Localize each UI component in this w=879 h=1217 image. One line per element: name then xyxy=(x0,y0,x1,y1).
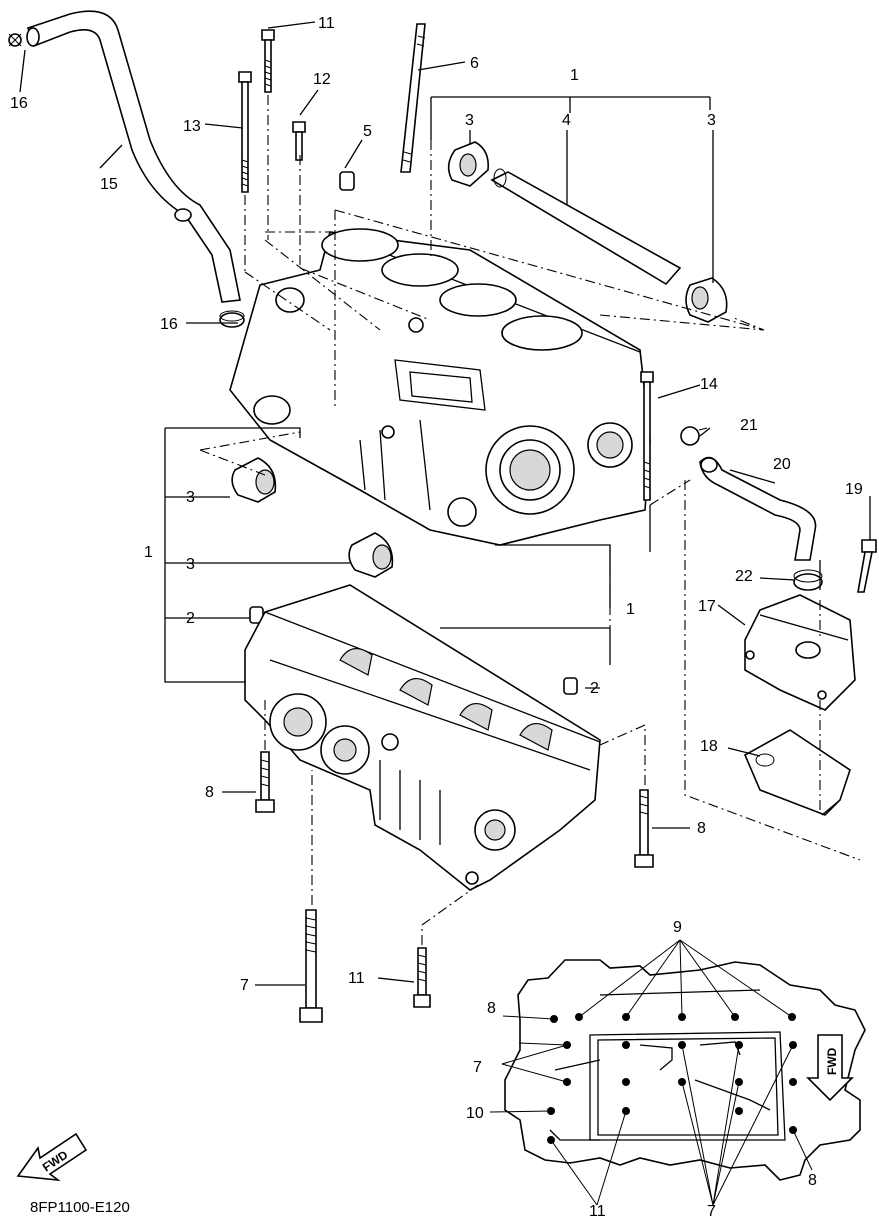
stud-bolt-14 xyxy=(640,371,654,501)
label-8-inset-bottom: 8 xyxy=(808,1172,817,1189)
clamp-21 xyxy=(680,426,708,446)
label-7-left: 7 xyxy=(240,977,249,994)
bolt-19 xyxy=(857,539,877,593)
cover-17 xyxy=(744,594,856,711)
label-1-top: 1 xyxy=(570,67,579,84)
diagram-code: 8FP1100-E120 xyxy=(30,1199,130,1216)
label-9: 9 xyxy=(673,919,682,936)
clamp-16-left xyxy=(219,310,245,328)
label-20: 20 xyxy=(773,456,791,473)
label-6: 6 xyxy=(470,55,479,72)
label-16-top: 16 xyxy=(10,95,28,112)
label-8-left: 8 xyxy=(205,784,214,801)
label-19: 19 xyxy=(845,481,863,498)
gasket-18 xyxy=(743,729,851,816)
label-17: 17 xyxy=(698,598,716,615)
bolt-8-right xyxy=(634,789,654,868)
label-15: 15 xyxy=(100,176,118,193)
fwd-arrow-inset: FWD xyxy=(806,1034,854,1102)
clamp-16-top xyxy=(8,33,22,47)
label-11-lower: 11 xyxy=(348,970,365,987)
label-7-inset-left: 7 xyxy=(473,1059,482,1076)
label-22: 22 xyxy=(735,568,753,585)
label-12: 12 xyxy=(313,71,331,88)
fwd-arrow-corner: FWD xyxy=(16,1132,88,1182)
label-3-left-a: 3 xyxy=(186,489,195,506)
label-8-inset-top: 8 xyxy=(487,1000,496,1017)
clamp-22 xyxy=(793,569,823,591)
label-10: 10 xyxy=(466,1105,484,1122)
stud-bolt-6 xyxy=(400,23,426,173)
label-14: 14 xyxy=(700,376,718,393)
bushing-3-upper-right xyxy=(685,277,728,323)
label-1-right: 1 xyxy=(626,601,635,618)
label-3-top-right: 3 xyxy=(707,112,716,129)
callout-labels: 1 3 4 3 11 6 12 13 5 15 16 16 14 21 20 1… xyxy=(10,15,863,1217)
bolt-11-lower xyxy=(413,947,431,1008)
label-2-right: 2 xyxy=(590,680,599,697)
label-3-left-b: 3 xyxy=(186,556,195,573)
label-2-left: 2 xyxy=(186,610,195,627)
bushing-3-upper-left xyxy=(447,141,490,187)
dowel-2-right xyxy=(563,677,578,695)
label-7-inset-bottom: 7 xyxy=(707,1203,716,1217)
label-11-inset: 11 xyxy=(589,1203,606,1217)
bolt-pattern-inset xyxy=(504,959,866,1181)
upper-crankcase xyxy=(229,228,651,546)
bolt-12 xyxy=(292,121,306,161)
label-21: 21 xyxy=(740,417,758,434)
label-5: 5 xyxy=(363,123,372,140)
label-11-top: 11 xyxy=(318,15,335,32)
hose-20 xyxy=(699,456,817,561)
label-3-top-left: 3 xyxy=(465,112,474,129)
shaft-4 xyxy=(490,168,682,286)
hose-15 xyxy=(26,10,241,303)
label-13: 13 xyxy=(183,118,201,135)
bolt-8-left xyxy=(255,751,275,813)
label-18: 18 xyxy=(700,738,718,755)
label-1-left: 1 xyxy=(144,544,153,561)
label-8-right: 8 xyxy=(697,820,706,837)
bushing-3-left-a xyxy=(231,457,277,503)
leader-lines xyxy=(19,21,871,986)
bolt-7 xyxy=(299,909,323,1023)
inset-leader-lines xyxy=(489,939,813,1206)
bushing-3-left-b xyxy=(348,532,394,578)
lower-crankcase xyxy=(244,584,601,891)
dowel-5 xyxy=(339,171,355,191)
fwd-text-inset: FWD xyxy=(825,1047,839,1075)
bolt-13 xyxy=(238,71,252,193)
bolt-11-top xyxy=(261,29,275,93)
label-4: 4 xyxy=(562,112,571,129)
label-16-left: 16 xyxy=(160,316,178,333)
